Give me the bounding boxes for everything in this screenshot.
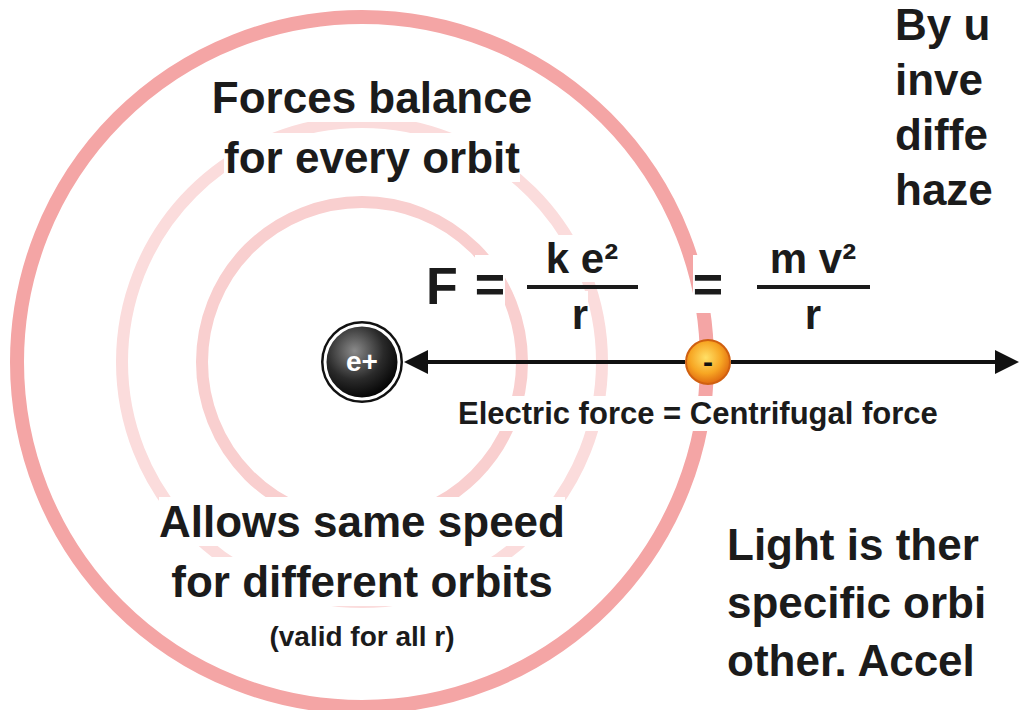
label-text: other. Accel — [727, 636, 975, 685]
label-text: Forces balance for every orbit — [212, 73, 532, 182]
electron-circle: - — [685, 339, 731, 385]
nucleus-body — [325, 325, 399, 399]
text-label: k e² — [546, 236, 618, 282]
text-label: haze — [895, 165, 993, 216]
node-text: e+ — [346, 346, 378, 378]
label-text: (valid for all r) — [269, 621, 454, 652]
text-label: By u — [895, 0, 990, 51]
text-label: Forces balance for every orbit — [192, 68, 552, 188]
label-text: = — [475, 255, 505, 313]
text-label: F — [426, 258, 458, 315]
text-label: diffe — [895, 110, 988, 161]
label-text: specific orbi — [727, 578, 986, 627]
text-label: specific orbi — [727, 578, 986, 629]
outer-orbit — [17, 17, 707, 707]
electron-body — [686, 340, 730, 384]
label-text: = — [693, 255, 723, 313]
centrifugal-arrow — [731, 360, 996, 364]
fraction-bar — [757, 285, 870, 289]
text-label: m v² — [770, 236, 856, 282]
label-text: Light is ther — [727, 520, 979, 569]
arrow-head — [995, 350, 1019, 374]
text-label: other. Accel — [727, 636, 975, 687]
text-label: Electric force = Centrifugal force — [458, 396, 938, 432]
label-text: r — [572, 291, 588, 338]
label-text: By u — [895, 0, 990, 49]
label-text: Electric force = Centrifugal force — [458, 396, 938, 431]
text-label: inve — [895, 55, 983, 106]
label-text: inve — [895, 55, 983, 104]
text-label: Allows same speed for different orbits — [142, 492, 582, 612]
fraction-bar — [527, 285, 638, 289]
label-text: r — [805, 291, 821, 338]
nucleus-circle: e+ — [320, 320, 404, 404]
node-text: - — [703, 345, 713, 379]
force-arrow — [404, 350, 685, 374]
text-label: (valid for all r) — [269, 620, 454, 654]
arrow-line — [426, 360, 685, 364]
label-text: m v² — [770, 235, 856, 282]
text-label: = — [693, 256, 723, 313]
label-text: Allows same speed for different orbits — [159, 497, 565, 606]
label-text: diffe — [895, 110, 988, 159]
nucleus-rim — [321, 321, 403, 403]
text-label: r — [572, 292, 588, 338]
text-label: Light is ther — [727, 520, 979, 571]
text-label: = — [475, 256, 505, 313]
arrow-head — [404, 350, 428, 374]
label-text: haze — [895, 165, 993, 214]
label-text: F — [426, 257, 458, 315]
text-label: r — [805, 292, 821, 338]
label-text: k e² — [546, 235, 618, 282]
